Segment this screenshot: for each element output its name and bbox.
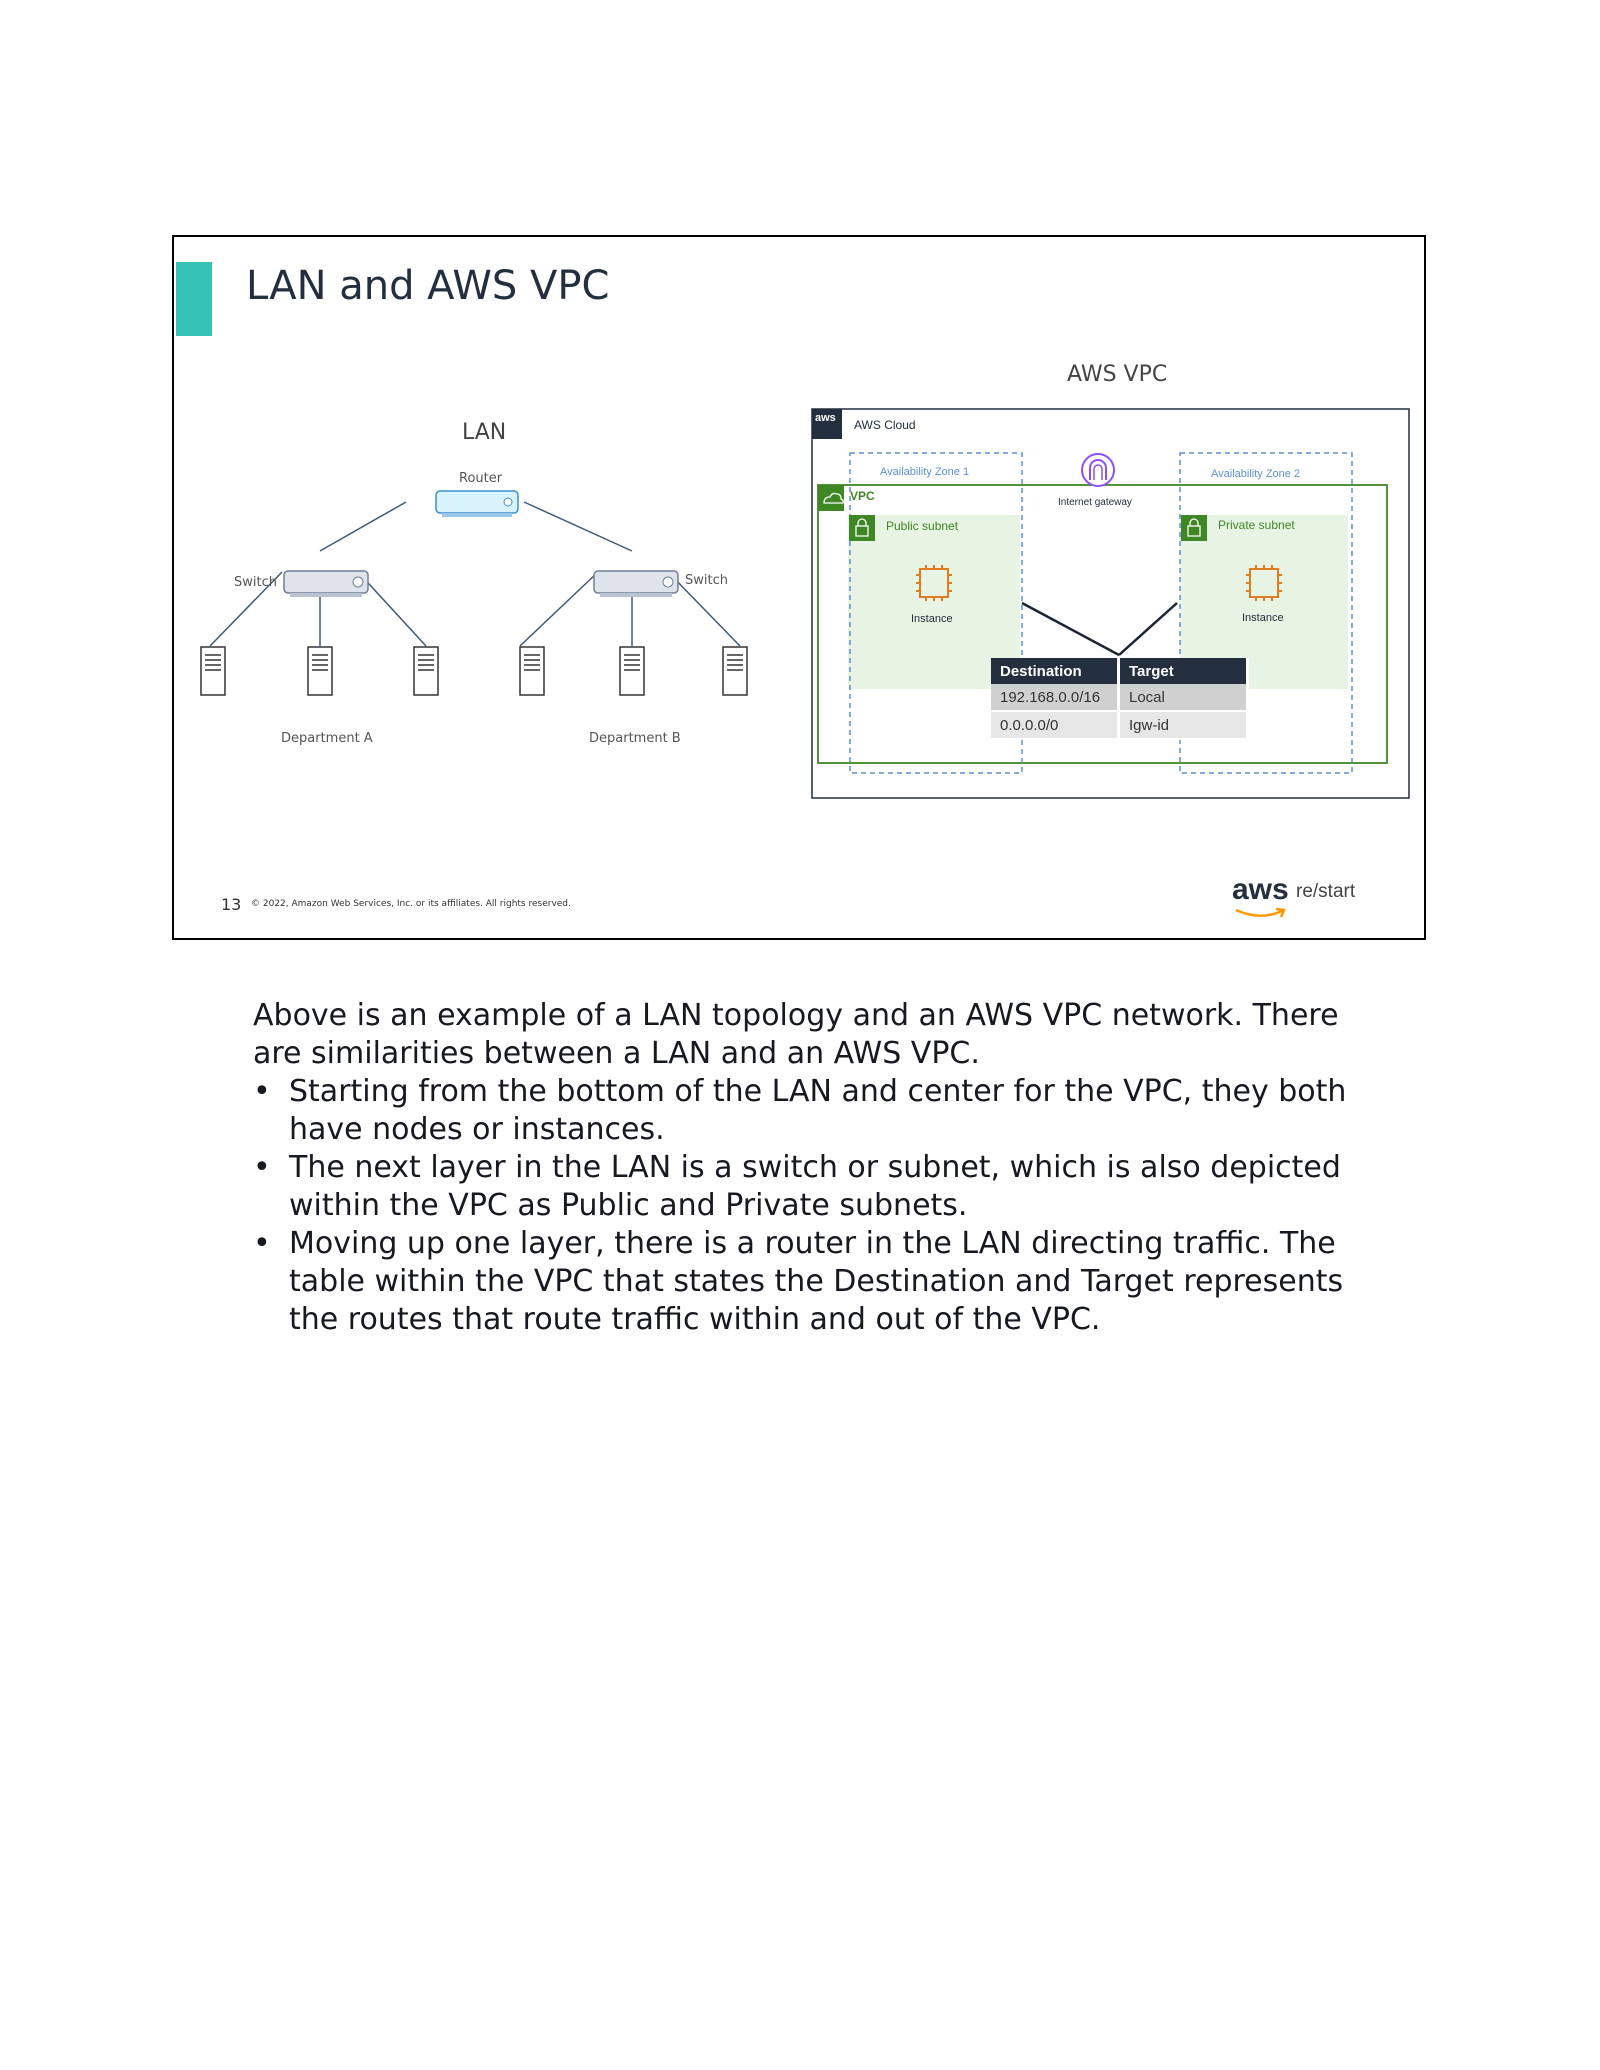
bullet-icon: •: [253, 1150, 271, 1185]
slide: LAN and AWS VPC LAN: [172, 235, 1426, 940]
bullet-icon: •: [253, 1226, 271, 1261]
lan-label: LAN: [462, 420, 507, 445]
instance-right-icon: [1246, 565, 1282, 601]
az1-label: Availability Zone 1: [880, 466, 970, 478]
aws-badge: aws: [815, 412, 836, 424]
restart-label: re/start: [1296, 881, 1356, 902]
instance-right-label: Instance: [1242, 612, 1284, 624]
aws-cloud-label: AWS Cloud: [854, 418, 916, 432]
speaker-notes: Above is an example of a LAN topology an…: [253, 997, 1363, 1339]
notes-bullets: • Starting from the bottom of the LAN and…: [253, 1073, 1363, 1339]
internet-gateway-label: Internet gateway: [1058, 497, 1132, 508]
route-destination: 192.168.0.0/16: [991, 684, 1120, 712]
route-table-header-destination: Destination: [991, 658, 1120, 684]
list-item-text: Starting from the bottom of the LAN and …: [289, 1074, 1347, 1147]
lan-diagram: [200, 408, 1410, 799]
table-row: 0.0.0.0/0 Igw-id: [991, 711, 1249, 740]
server-icon: [307, 646, 333, 696]
az2-frame: [1179, 452, 1353, 774]
dept-a-label: Department A: [281, 731, 373, 746]
route-links: [1021, 601, 1178, 657]
switch-left-icon: [283, 570, 369, 597]
title-accent-bar: [176, 262, 212, 336]
slide-title: LAN and AWS VPC: [246, 263, 610, 309]
az1-frame: [849, 452, 1023, 774]
dept-b-label: Department B: [589, 731, 681, 746]
notes-intro: Above is an example of a LAN topology an…: [253, 998, 1339, 1071]
list-item-text: The next layer in the LAN is a switch or…: [289, 1150, 1341, 1223]
private-subnet-lock-icon: [1181, 515, 1207, 541]
server-icon: [413, 646, 439, 696]
switch-right-icon: [593, 570, 679, 597]
az2-label: Availability Zone 2: [1211, 468, 1301, 480]
vpc-cloud-icon: [818, 485, 844, 511]
public-subnet-label: Public subnet: [886, 519, 959, 533]
list-item: • The next layer in the LAN is a switch o…: [253, 1149, 1363, 1225]
vpc-tag: VPC: [850, 489, 875, 503]
server-icon: [619, 646, 645, 696]
switch-left-label: Switch: [234, 575, 277, 590]
table-row: 192.168.0.0/16 Local: [991, 684, 1249, 712]
public-subnet-lock-icon: [849, 515, 875, 541]
internet-gateway-icon: [1081, 453, 1115, 487]
aws-logo: aws: [1232, 873, 1289, 906]
bullet-icon: •: [253, 1074, 271, 1109]
route-table-header: Destination Target: [991, 658, 1249, 684]
server-icon: [722, 646, 748, 696]
instance-left-label: Instance: [911, 613, 953, 625]
aws-vpc-label: AWS VPC: [1067, 362, 1168, 387]
router-icon: [435, 490, 519, 517]
switch-right-label: Switch: [685, 573, 728, 588]
list-item-text: Moving up one layer, there is a router i…: [289, 1226, 1344, 1337]
route-target: Local: [1118, 684, 1249, 712]
route-table: Destination Target 192.168.0.0/16 Local …: [991, 658, 1249, 740]
route-destination: 0.0.0.0/0: [991, 711, 1120, 740]
list-item: • Moving up one layer, there is a router …: [253, 1225, 1363, 1339]
copyright: © 2022, Amazon Web Services, Inc. or its…: [251, 899, 571, 909]
server-icon: [519, 646, 545, 696]
route-target: Igw-id: [1118, 711, 1249, 740]
server-icon: [200, 646, 226, 696]
router-label: Router: [459, 471, 503, 486]
list-item: • Starting from the bottom of the LAN and…: [253, 1073, 1363, 1149]
aws-smile-icon: [1235, 907, 1286, 918]
page-number: 13: [221, 895, 242, 914]
instance-left-icon: [916, 565, 952, 601]
route-table-header-target: Target: [1118, 658, 1249, 684]
private-subnet-label: Private subnet: [1218, 518, 1295, 532]
lan-links: [209, 501, 741, 647]
